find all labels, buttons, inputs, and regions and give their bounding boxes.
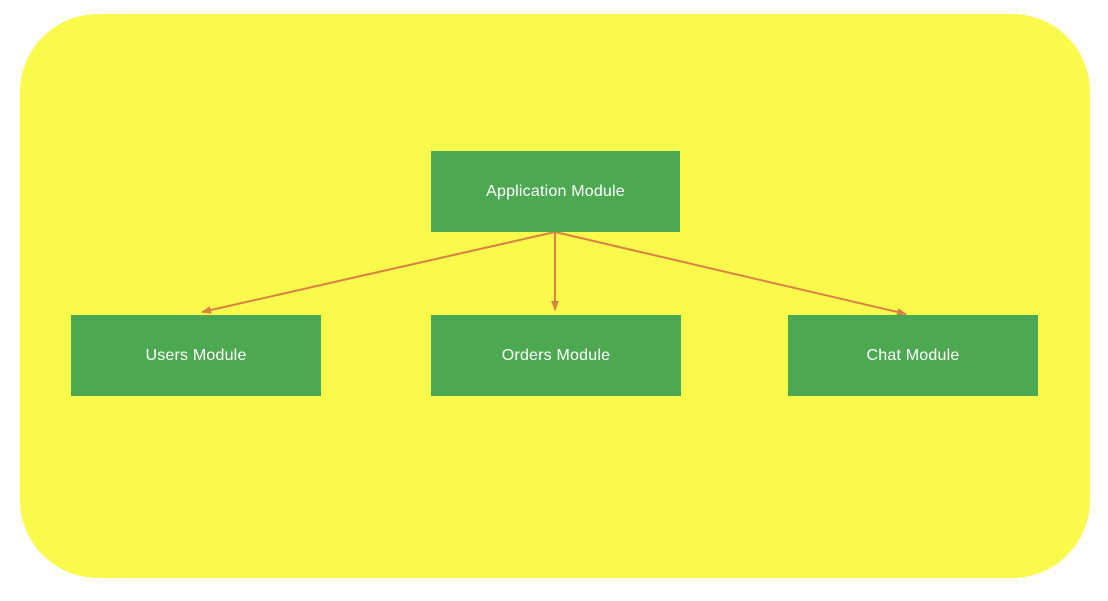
node-orders-label: Orders Module <box>501 346 611 364</box>
node-application-label: Application Module <box>486 182 625 200</box>
node-users-module: Users Module <box>71 315 321 396</box>
node-chat-module: Chat Module <box>788 315 1038 396</box>
node-users-label: Users Module <box>145 346 247 364</box>
diagram-background <box>20 14 1090 578</box>
node-application-module: Application Module <box>431 151 680 232</box>
node-chat-label: Chat Module <box>866 346 960 364</box>
node-orders-module: Orders Module <box>431 315 681 396</box>
